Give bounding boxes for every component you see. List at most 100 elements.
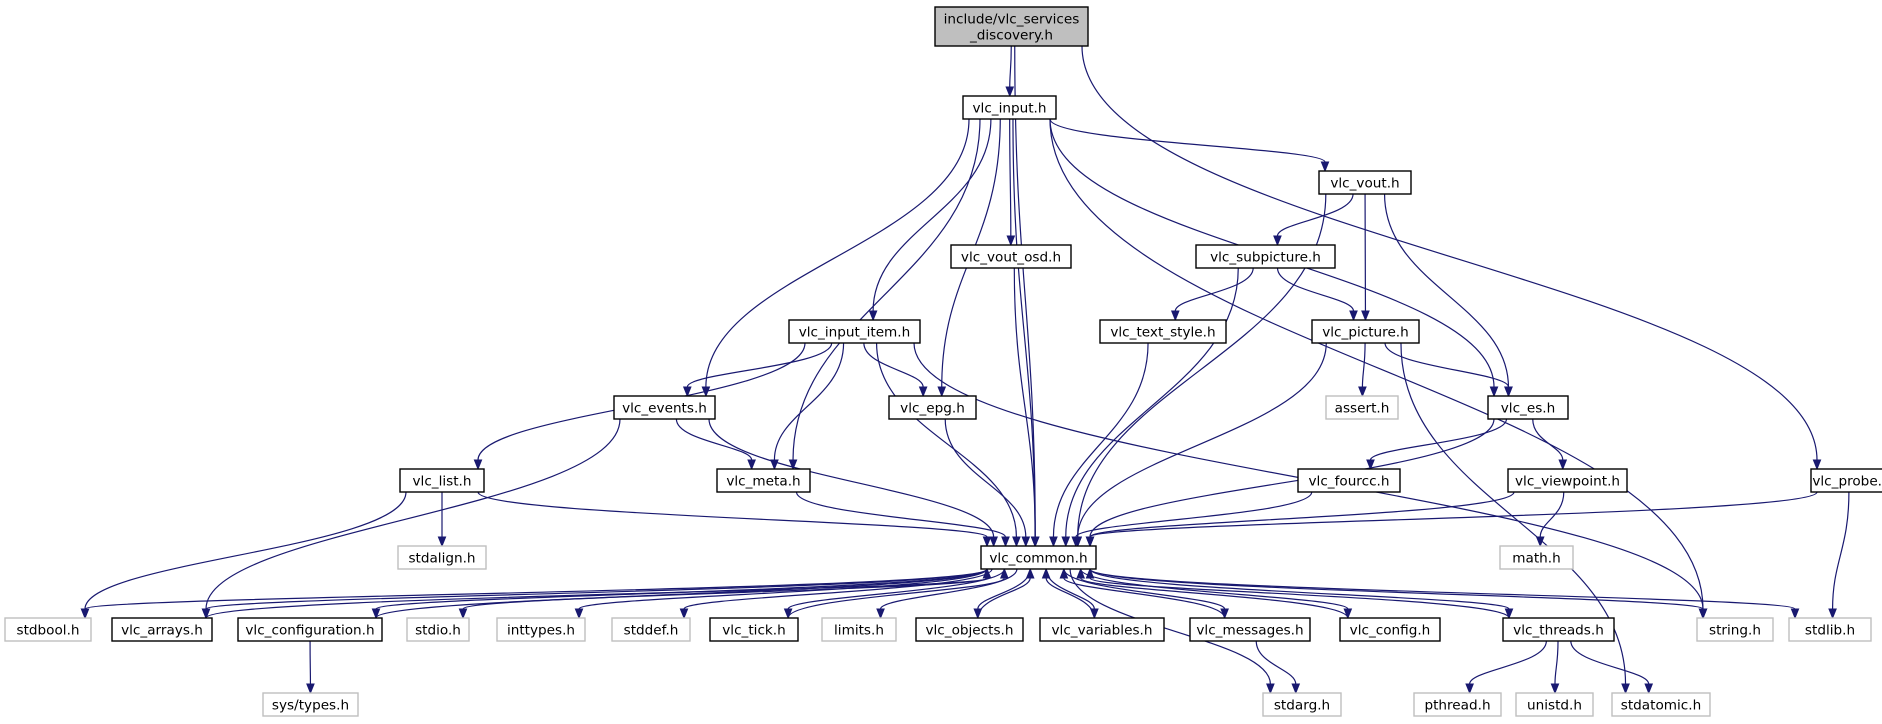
edge-line: [1089, 577, 1510, 619]
node-vlc-tick[interactable]: vlc_tick.h: [709, 617, 799, 642]
node-vlc-epg[interactable]: vlc_epg.h: [888, 395, 977, 420]
node-vlc-vout[interactable]: vlc_vout.h: [1318, 170, 1412, 195]
edge-vlc_threads-to-unistd: [1550, 640, 1560, 695]
node-label: vlc_threads.h: [1513, 623, 1604, 639]
edge-vlc_list-to-vlc_common: [477, 491, 992, 548]
edge-line: [1081, 45, 1818, 461]
node-vlc-arrays[interactable]: vlc_arrays.h: [111, 617, 213, 642]
edge-line: [683, 568, 993, 610]
node-vlc-fourcc[interactable]: vlc_fourcc.h: [1297, 468, 1401, 493]
node-box: [1788, 617, 1872, 642]
edge-line: [578, 568, 988, 610]
node-box: [111, 617, 213, 642]
node-label: stdarg.h: [1274, 698, 1330, 714]
node-string: string.h: [1696, 617, 1774, 642]
node-label: stddef.h: [624, 623, 679, 639]
edge-line: [1089, 568, 1510, 610]
edge-line: [1012, 118, 1036, 538]
edge-line: [84, 491, 407, 610]
node-box: [915, 617, 1024, 642]
edge-line: [1089, 491, 1818, 538]
node-box: [1325, 395, 1399, 420]
node-stddef: stddef.h: [611, 617, 691, 642]
edge-line: [1052, 342, 1149, 538]
edge-line: [872, 118, 992, 312]
edge-vlc_meta-to-vlc_common: [795, 491, 1010, 548]
arrowhead-icon: [1273, 235, 1282, 247]
arrowhead-icon: [1170, 310, 1180, 322]
edge-root-to-vlc_common: [1014, 45, 1040, 548]
node-box: [262, 692, 359, 717]
edge-line: [773, 342, 845, 461]
edge-vlc_common-to-stdlib: [1089, 568, 1800, 620]
edge-vlc_probe-to-stdlib: [1828, 491, 1850, 620]
arrowhead-icon: [1085, 536, 1095, 548]
node-label: vlc_viewpoint.h: [1515, 474, 1620, 490]
node-vlc-messages[interactable]: vlc_messages.h: [1189, 617, 1311, 642]
edge-line: [1276, 267, 1355, 312]
node-vlc-input-item[interactable]: vlc_input_item.h: [788, 319, 921, 344]
arrowhead-icon: [788, 459, 798, 471]
node-vlc-subpicture[interactable]: vlc_subpicture.h: [1195, 244, 1336, 269]
node-vlc-text-style[interactable]: vlc_text_style.h: [1099, 319, 1227, 344]
edge-vlc_input-to-vlc_vout: [1049, 118, 1330, 173]
node-root[interactable]: include/vlc_services_discovery.h: [934, 6, 1089, 47]
arrowhead-icon: [306, 683, 315, 695]
edge-line: [675, 418, 753, 461]
edge-line: [879, 568, 1018, 610]
edge-line: [1065, 267, 1239, 538]
edge-vlc_objects-to-vlc_common: [977, 567, 1035, 619]
node-vlc-es[interactable]: vlc_es.h: [1487, 395, 1569, 420]
edge-vlc_messages-to-vlc_common: [1059, 567, 1226, 619]
edge-line: [1089, 418, 1495, 538]
node-vlc-vout-osd[interactable]: vlc_vout_osd.h: [950, 244, 1072, 269]
node-label: stdalign.h: [408, 551, 475, 567]
node-label: vlc_epg.h: [900, 401, 965, 417]
arrowhead-icon: [437, 536, 447, 548]
edge-vlc_events-to-vlc_meta: [675, 418, 756, 471]
node-vlc-objects[interactable]: vlc_objects.h: [915, 617, 1024, 642]
edge-line: [1075, 491, 1313, 538]
node-stdarg: stdarg.h: [1262, 692, 1342, 717]
node-stdio: stdio.h: [406, 617, 470, 642]
node-vlc-list[interactable]: vlc_list.h: [399, 468, 485, 493]
edge-line: [1539, 491, 1565, 538]
node-vlc-viewpoint[interactable]: vlc_viewpoint.h: [1507, 468, 1628, 493]
node-vlc-config[interactable]: vlc_config.h: [1339, 617, 1441, 642]
node-vlc-meta[interactable]: vlc_meta.h: [716, 468, 811, 493]
node-vlc-picture[interactable]: vlc_picture.h: [1311, 319, 1420, 344]
node-vlc-common[interactable]: vlc_common.h: [980, 545, 1097, 570]
edge-vlc_subpicture-to-vlc_picture: [1276, 267, 1358, 322]
arrowhead-icon: [1025, 567, 1035, 579]
edge-root-to-vlc_input: [1005, 45, 1015, 98]
arrowhead-icon: [458, 608, 468, 620]
arrowhead-icon: [1001, 536, 1010, 548]
node-box: [1515, 692, 1594, 717]
edge-line: [1469, 640, 1547, 685]
arrowhead-icon: [80, 608, 90, 620]
node-vlc-events[interactable]: vlc_events.h: [613, 395, 716, 420]
node-box: [237, 617, 383, 642]
arrowhead-icon: [1366, 459, 1375, 471]
node-vlc-threads[interactable]: vlc_threads.h: [1502, 617, 1615, 642]
arrowhead-icon: [1291, 683, 1301, 695]
node-vlc-variables[interactable]: vlc_variables.h: [1039, 617, 1165, 642]
edge-vlc_input_item-to-vlc_common: [875, 342, 1021, 548]
edge-line: [1077, 342, 1327, 538]
arrowhead-icon: [1558, 459, 1568, 471]
edge-line: [1174, 267, 1254, 312]
node-vlc-input[interactable]: vlc_input.h: [962, 95, 1057, 120]
node-box: [1413, 692, 1502, 717]
node-box: [950, 244, 1072, 269]
arrowhead-icon: [201, 608, 211, 620]
node-box: [1502, 617, 1615, 642]
node-vlc-configuration[interactable]: vlc_configuration.h: [237, 617, 383, 642]
edge-vlc_picture-to-assert: [1358, 342, 1367, 398]
edge-line: [205, 418, 621, 610]
arrowhead-icon: [1006, 235, 1016, 247]
node-vlc-probe[interactable]: vlc_probe.h: [1810, 468, 1882, 493]
node-label: inttypes.h: [507, 623, 575, 639]
arrowhead-icon: [1489, 386, 1499, 398]
edge-vlc_es-to-vlc_fourcc: [1366, 418, 1508, 471]
node-box: [4, 617, 92, 642]
